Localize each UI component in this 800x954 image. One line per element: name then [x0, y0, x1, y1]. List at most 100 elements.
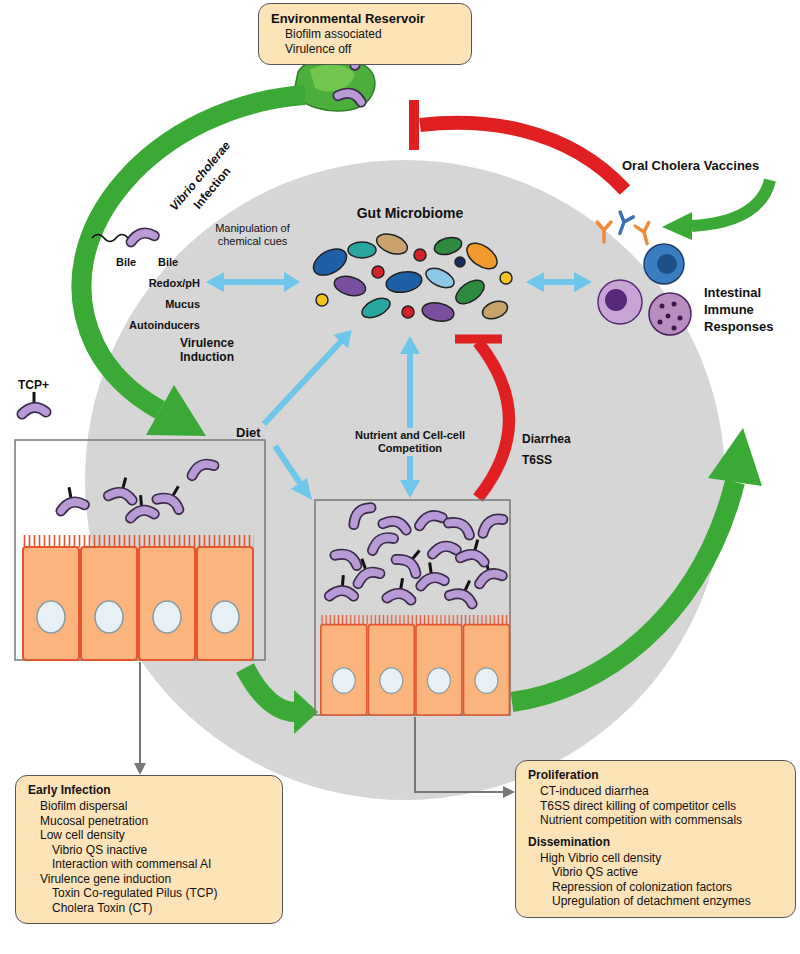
immune-cells [597, 222, 611, 242]
proliferation-panel [320, 615, 510, 715]
annotation-label: Bile [116, 256, 136, 269]
node-text: Vibrio QS inactive [28, 843, 272, 858]
early-infection-panel [108, 475, 137, 502]
proliferation-panel [387, 576, 414, 602]
early-infection-panel [15, 440, 265, 660]
leader-arrow [134, 763, 146, 775]
node-heading: Early Infection [28, 782, 272, 799]
chemical-cue-arrows [291, 478, 312, 500]
node-text: Biofilm dispersal [28, 799, 272, 814]
immune-cells [649, 293, 691, 335]
immune-cells [660, 304, 665, 309]
node-text: Biofilm associated [271, 27, 461, 42]
microbiome-bacteria [414, 249, 426, 261]
inhibition-arrow [478, 342, 509, 498]
node-text: Vibrio QS active [528, 865, 785, 880]
biofilm [294, 57, 375, 111]
microbiome-bacteria [452, 275, 489, 308]
cycle-arrow [662, 212, 692, 240]
proliferation-panel [335, 550, 359, 568]
biofilm [338, 89, 363, 103]
chemical-cue-arrows [526, 272, 544, 292]
proliferation-panel [315, 500, 510, 715]
chemical-cue-arrows [206, 272, 592, 500]
annotation-label: Manipulation of chemical cues [205, 222, 300, 248]
microbiome-bacteria [421, 300, 456, 323]
immune-cells [598, 280, 642, 324]
chemical-cue-arrows [275, 446, 300, 483]
microbiome-bacteria [374, 230, 410, 258]
microbiome-bacteria [462, 238, 501, 274]
node-text: Nutrient competition with commensals [528, 813, 785, 828]
node-heading: Gut Microbiome [300, 205, 520, 222]
chemical-cue-arrows [407, 352, 413, 482]
node-text: Interaction with commensal AI [28, 857, 272, 872]
node-text: Upregulation of detachment enzymes [528, 894, 785, 909]
immune-label: Intestinal Immune Responses [704, 284, 794, 335]
node-heading: Diet [236, 424, 276, 441]
cycle-arrow [81, 95, 305, 410]
annotation-label: T6SS [522, 453, 552, 467]
proliferation-panel [480, 516, 504, 534]
early-infection-panel [129, 494, 155, 518]
proliferation-panel [383, 517, 408, 531]
proliferation-panel [460, 537, 489, 564]
immune-cells [613, 212, 633, 236]
chemical-cue-arrows [542, 279, 576, 285]
inhibition-arrow [420, 123, 625, 190]
microbiome-bacteria [359, 294, 393, 321]
leader-arrow [503, 786, 515, 798]
vibrio-cells [130, 231, 155, 242]
leader-arrow [415, 717, 506, 792]
proliferation-panel [370, 534, 395, 550]
cycle-arrow [512, 482, 735, 702]
proliferation-panel [418, 561, 445, 586]
node-text: Repression of colonization factors [528, 880, 785, 895]
annotation-label: Autoinducers [110, 319, 200, 332]
microbiome-bacteria [480, 298, 510, 322]
chemical-cue-arrows [400, 336, 420, 354]
connector-arrow [264, 330, 352, 424]
inhibition-arrow [409, 100, 419, 150]
microbiome-bacteria [348, 242, 376, 258]
proliferation-panel [350, 504, 373, 524]
inhibition-arrow [455, 335, 502, 344]
node-text: Mucosal penetration [28, 814, 272, 829]
chemical-cue-arrows [574, 272, 592, 292]
early-infection-panel [15, 440, 265, 660]
microbiome-bacteria [455, 257, 465, 267]
diet-label: Diet [236, 424, 276, 441]
proliferation-panel [396, 543, 429, 575]
node-text: Cholera Toxin (CT) [28, 901, 272, 916]
proliferation-panel [449, 518, 472, 537]
biofilm [310, 64, 355, 91]
immune-cells [666, 314, 671, 319]
immune-cells [657, 254, 677, 274]
chemical-cue-arrows [284, 272, 300, 292]
annotation-label: Virulence Induction [180, 336, 252, 364]
cycle-arrow [692, 180, 770, 226]
annotation-label: Redox/pH [110, 277, 200, 290]
connector-line [264, 340, 342, 424]
microbiome-bacteria [385, 269, 424, 295]
immune-cells [672, 326, 677, 331]
annotation-label: Mucus [110, 298, 200, 311]
node-heading: Proliferation [528, 767, 785, 784]
microbiome-bacteria [332, 273, 368, 299]
microbiome-bacteria [423, 264, 457, 291]
early-infection-panel [157, 480, 189, 511]
proliferation-panel [329, 574, 355, 598]
vibrio-cells [92, 235, 128, 242]
microbiome-bacteria [316, 294, 328, 306]
early-infection-box: Early InfectionBiofilm dispersalMucosal … [15, 775, 283, 924]
node-text: Low cell density [28, 828, 272, 843]
microbiome-bacteria [402, 306, 414, 318]
annotation-label: Nutrient and Cell-cell Competition [342, 428, 478, 456]
proliferation-panel [418, 513, 443, 526]
immune-cells [644, 244, 684, 284]
node-text: High Vibrio cell density [528, 851, 785, 866]
reservoir-box: Environmental ReservoirBiofilm associate… [258, 3, 472, 65]
node-text: T6SS direct killing of competitor cells [528, 799, 785, 814]
cycle-arrow [245, 668, 296, 712]
